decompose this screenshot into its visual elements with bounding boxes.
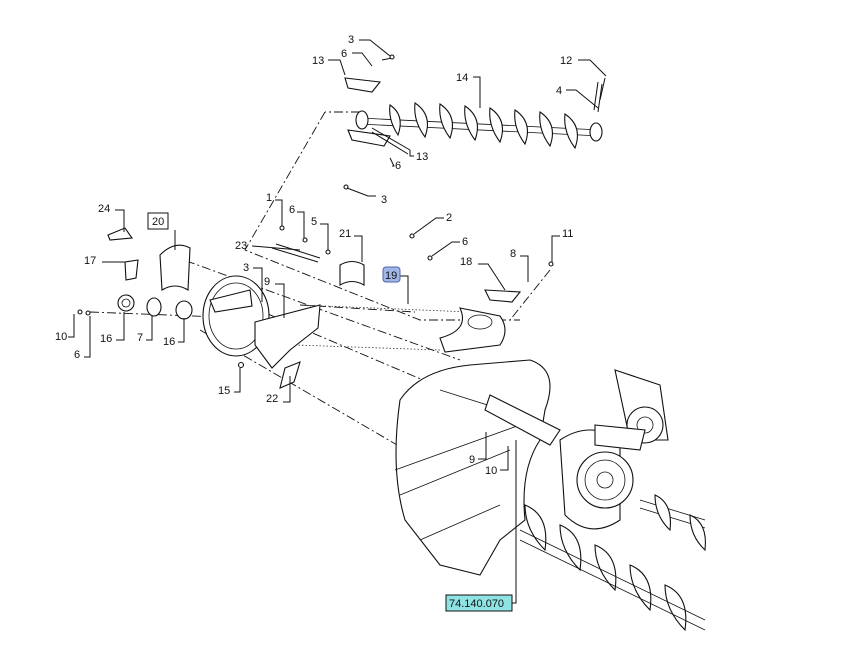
callout-20: 20: [152, 216, 164, 228]
auger-flighting: [355, 102, 603, 150]
callout-10-left: 10: [55, 331, 67, 343]
header-frame: [394, 359, 706, 576]
callout-4: 4: [556, 85, 562, 97]
end-cover-assembly: [77, 225, 365, 389]
callout-11: 11: [562, 228, 573, 240]
callout-9-right: 9: [469, 454, 475, 466]
auger-small-parts: [343, 54, 606, 190]
callout-3-left: 3: [243, 262, 249, 274]
callout-2: 2: [446, 212, 452, 224]
callout-5: 5: [311, 216, 317, 228]
reference-label: 74.140.070: [449, 598, 504, 610]
callout-19-box: [382, 266, 401, 283]
callout-19: 19: [385, 270, 397, 282]
callout-17: 17: [84, 255, 96, 267]
callout-3-top: 3: [348, 34, 354, 46]
callout-12: 12: [560, 55, 572, 67]
callout-13-mid: 13: [416, 151, 428, 163]
callout-6-left: 6: [289, 204, 295, 216]
callout-18: 18: [460, 256, 472, 268]
callout-8: 8: [510, 248, 516, 260]
lower-auger: [519, 494, 706, 632]
callout-24: 24: [98, 203, 110, 215]
callout-6-mid: 6: [395, 160, 401, 172]
callout-15: 15: [218, 385, 230, 397]
callout-16-b: 16: [163, 336, 175, 348]
reference-box: [445, 594, 513, 612]
callout-3-mid: 3: [381, 194, 387, 206]
callout-13-top: 13: [312, 55, 324, 67]
callout-6-right: 6: [462, 236, 468, 248]
callout-6-top: 6: [341, 48, 347, 60]
callout-6-bottom: 6: [74, 349, 80, 361]
callout-22: 22: [266, 393, 278, 405]
callout-7: 7: [137, 332, 143, 344]
callout-21: 21: [339, 228, 351, 240]
callout-1: 1: [266, 192, 272, 204]
callout-14: 14: [456, 72, 468, 84]
callout-23: 23: [235, 240, 247, 252]
callout-9-left: 9: [264, 276, 270, 288]
callouts: 3 6 13 14 12 4 13 6 3 1 6 5 2: [55, 34, 607, 612]
callout-20-box: [147, 212, 169, 230]
callout-10-right: 10: [485, 465, 497, 477]
conveyor-tube: [294, 304, 506, 353]
right-small-parts: [409, 233, 554, 303]
callout-16-a: 16: [100, 333, 112, 345]
